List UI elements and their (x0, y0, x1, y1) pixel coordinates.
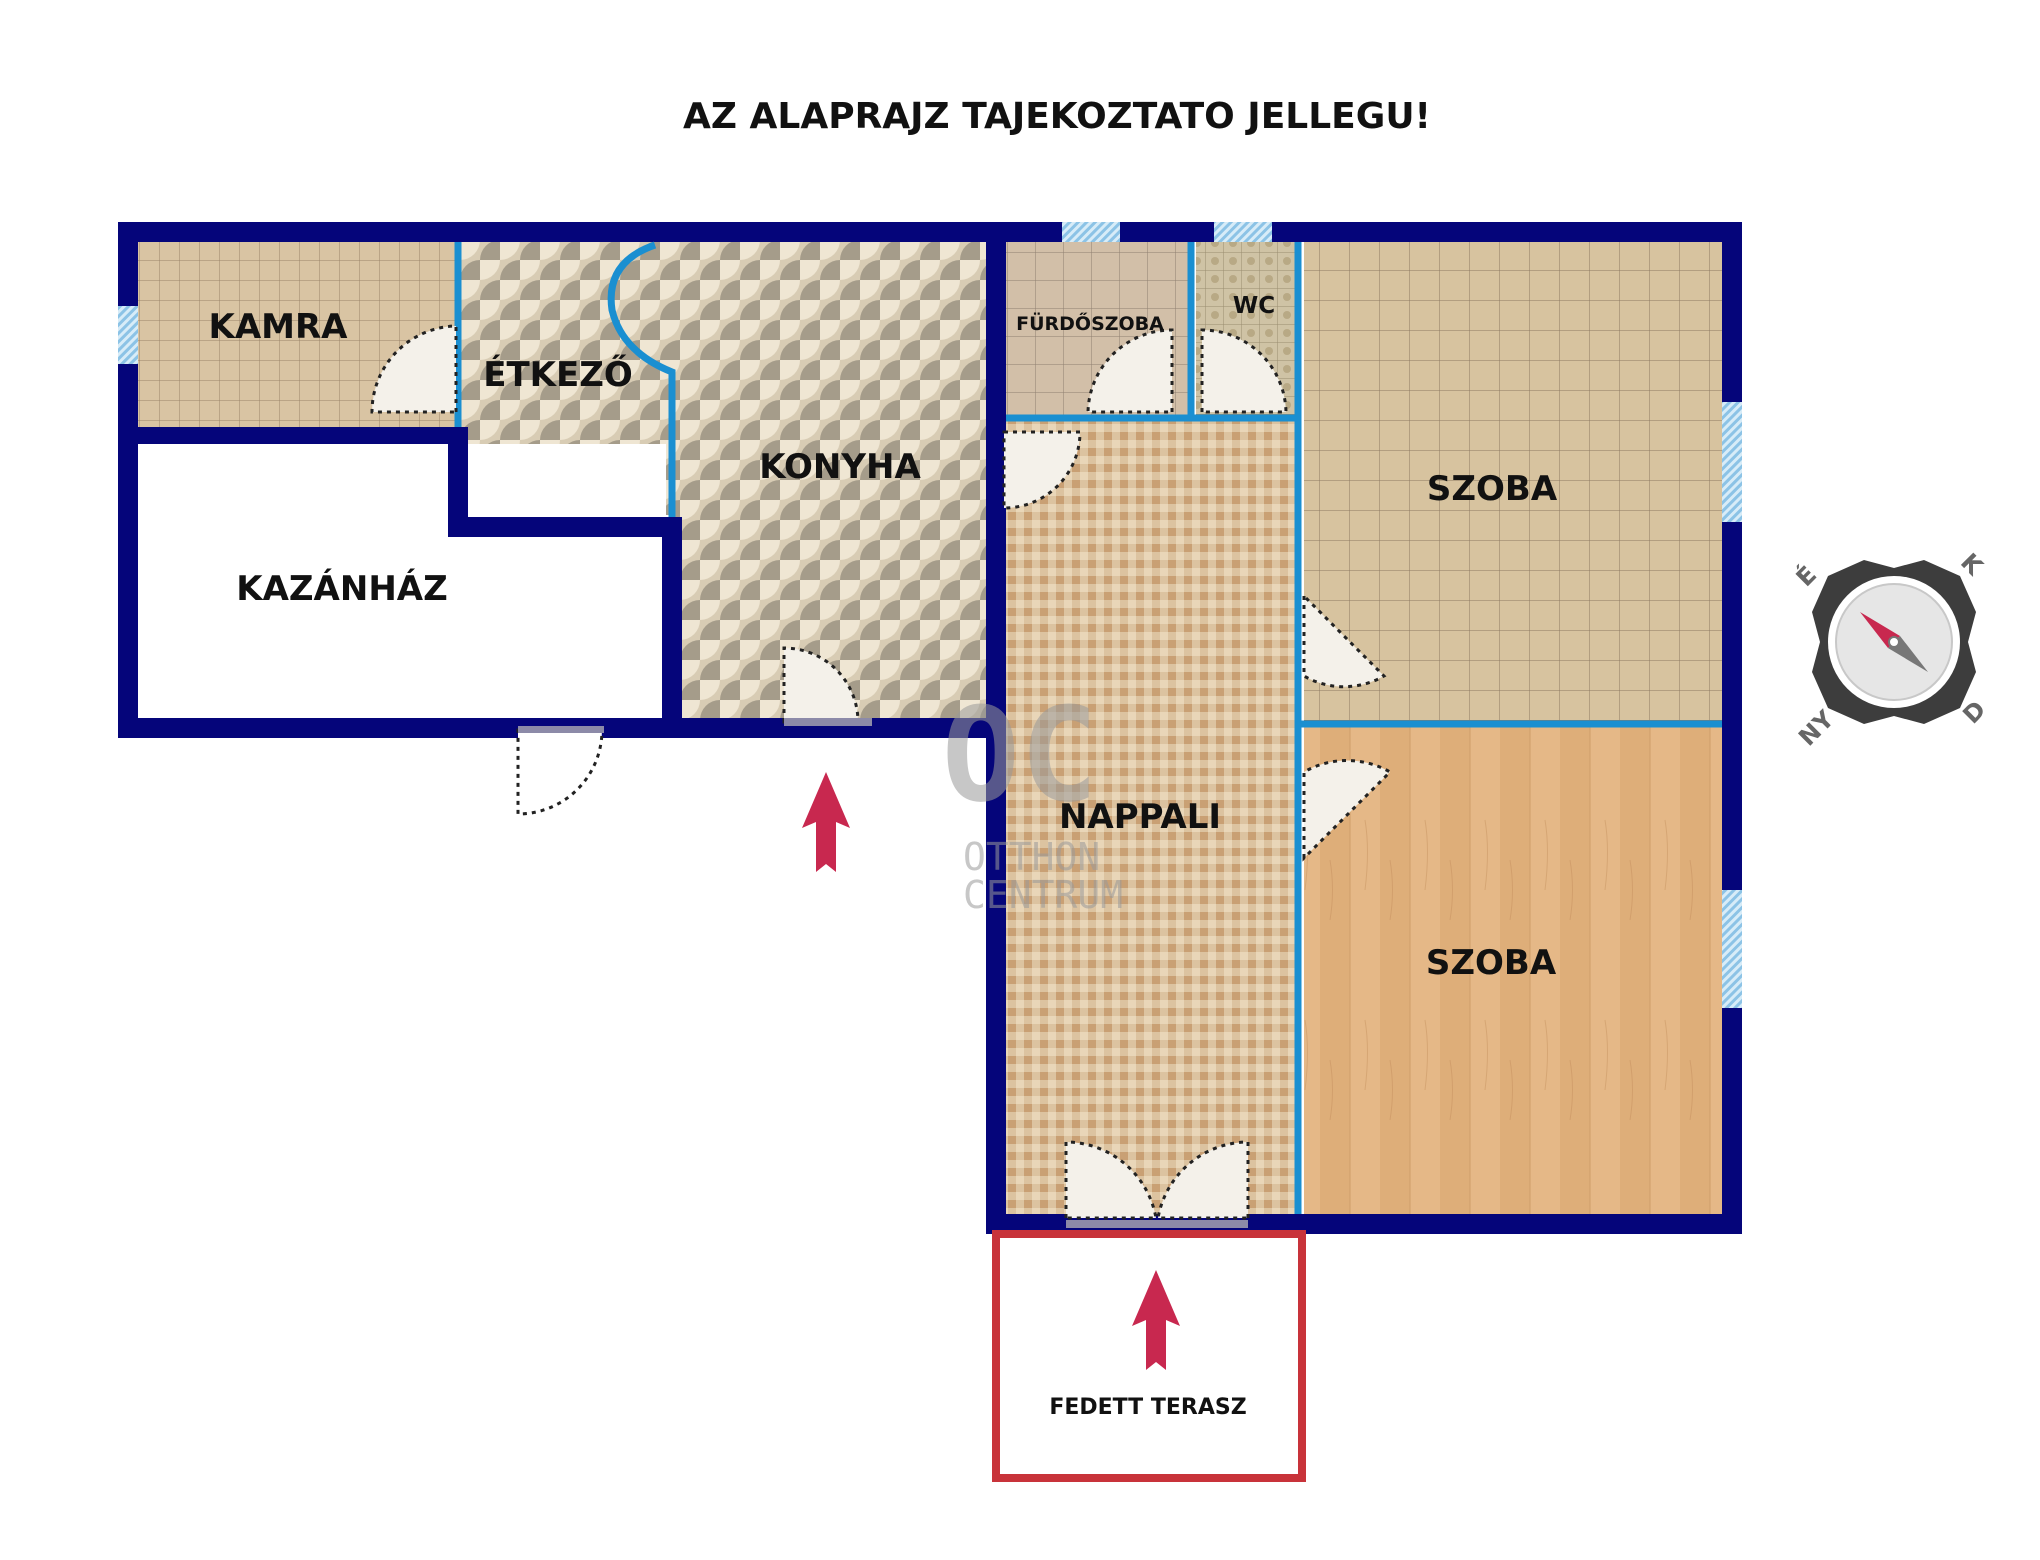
room-label-szoba-top: SZOBA (1427, 469, 1558, 509)
room-label-konyha: KONYHA (759, 447, 921, 487)
window-szoba-bottom (1722, 890, 1742, 1008)
floor-nappali (1006, 418, 1298, 1214)
room-label-terasz: FEDETT TERASZ (1049, 1395, 1246, 1420)
floor-konyha (673, 242, 990, 720)
door-kamra (370, 324, 458, 414)
room-label-szoba-bottom: SZOBA (1426, 943, 1557, 983)
plan-title: AZ ALAPRAJZ TAJEKOZTATO JELLEGU! (683, 96, 1431, 137)
door-konyha-entry (782, 646, 860, 724)
door-furdo (1086, 328, 1174, 414)
room-label-nappali: NAPPALI (1059, 797, 1221, 837)
windows (118, 222, 1742, 1008)
entry-arrow-terrace (1132, 1270, 1180, 1370)
window-wc (1214, 222, 1272, 242)
watermark-line1: OTTHON (963, 835, 1100, 879)
door-wc (1200, 328, 1288, 414)
window-kamra (118, 306, 138, 364)
watermark: OC OTTHON CENTRUM (942, 679, 1123, 917)
floor-szoba-top (1304, 242, 1722, 724)
window-furdo (1062, 222, 1120, 242)
door-szoba-bottom (1302, 758, 1393, 862)
entry-arrow-kitchen (802, 772, 850, 872)
door-szoba-top (1302, 592, 1387, 689)
compass-north: É (1790, 560, 1822, 592)
inner-walls (454, 241, 1722, 1214)
room-label-etkezo: ÉTKEZŐ (483, 354, 633, 395)
room-label-furdoszoba: FÜRDŐSZOBA (1016, 311, 1164, 335)
door-terasz-left (1064, 1140, 1158, 1220)
room-label-kamra: KAMRA (209, 307, 349, 347)
compass: É K D NY (1790, 548, 1991, 752)
doors (370, 324, 1393, 1220)
compass-west: NY (1793, 705, 1840, 752)
door-kazanhaz (516, 728, 604, 816)
floor-kazanhaz (138, 444, 666, 720)
door-terasz-right (1156, 1140, 1250, 1220)
watermark-logo: OC (942, 679, 1099, 831)
door-nappali-hall (1002, 430, 1082, 510)
room-label-kazanhaz: KAZÁNHÁZ (236, 568, 448, 609)
window-szoba-top (1722, 402, 1742, 522)
room-label-wc: WC (1233, 293, 1275, 319)
floor-szoba-bottom (1304, 724, 1722, 1214)
door-thresholds (518, 718, 1248, 1228)
watermark-line2: CENTRUM (963, 873, 1123, 917)
